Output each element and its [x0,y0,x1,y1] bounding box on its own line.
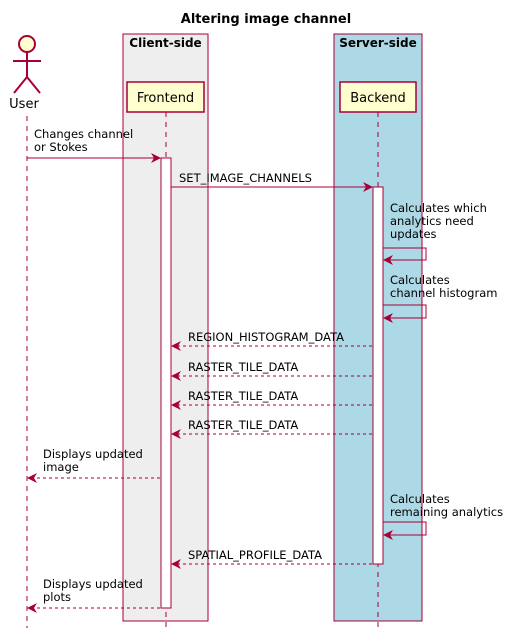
message-label: image [43,460,79,474]
message-label: SET_IMAGE_CHANNELS [179,171,312,185]
client-side-box-label: Client-side [129,36,201,50]
message-label: Displays updated [43,447,143,461]
self-message-arrow [383,521,427,540]
message-8: RASTER_TILE_DATA [171,418,372,439]
message-label: RASTER_TILE_DATA [188,360,298,374]
message-label: channel histogram [390,286,497,300]
message-label: plots [43,590,71,604]
message-label: or Stokes [34,140,88,154]
frontend-participant: Frontend [126,81,205,113]
message-11: SPATIAL_PROFILE_DATA [171,548,372,569]
message-label: remaining analytics [390,505,503,519]
message-label: Changes channel [34,127,133,141]
backend-participant: Backend [339,81,417,113]
frontend-activation-bar [160,157,172,609]
message-label: Calculates which [390,201,487,215]
frontend-label: Frontend [137,91,194,106]
self-message-arrow [383,304,427,323]
message-label: RASTER_TILE_DATA [188,389,298,403]
message-label: Calculates [390,273,450,287]
backend-activation-bar [372,186,384,565]
diagram-title: Altering image channel [181,12,351,27]
message-6: RASTER_TILE_DATA [171,360,372,381]
message-5: REGION_HISTOGRAM_DATA [171,330,372,351]
message-label: RASTER_TILE_DATA [188,418,298,432]
message-label: analytics need [390,214,474,228]
message-label: REGION_HISTOGRAM_DATA [188,330,344,344]
message-label: updates [390,227,437,241]
server-side-box-label: Server-side [339,36,417,50]
user-actor: User [9,35,41,112]
user-label: User [9,97,39,112]
message-label: Displays updated [43,577,143,591]
message-2: SET_IMAGE_CHANNELS [171,171,373,192]
message-label: Calculates [390,492,450,506]
actor-stick-figure-icon [13,35,41,94]
message-7: RASTER_TILE_DATA [171,389,372,410]
self-message-arrow [383,247,427,265]
message-label: SPATIAL_PROFILE_DATA [188,548,322,562]
backend-label: Backend [350,91,406,106]
